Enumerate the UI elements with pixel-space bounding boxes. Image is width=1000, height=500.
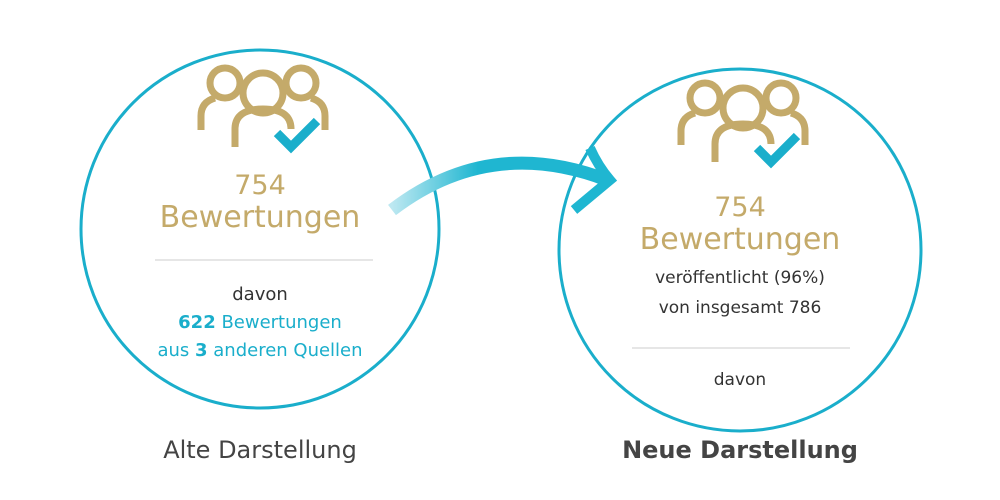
old-circle: [79, 48, 441, 410]
new-davon: davon: [713, 370, 767, 390]
new-caption: Neue Darstellung: [622, 436, 858, 464]
new-count: 754: [714, 192, 766, 223]
new-total: von insgesamt 786: [658, 298, 822, 318]
old-line2: 622 Bewertungen: [178, 312, 342, 333]
old-label: Bewertungen: [159, 200, 361, 235]
new-published: veröffentlicht (96%): [655, 268, 825, 288]
old-count: 754: [234, 170, 286, 201]
arrow-icon: [388, 156, 610, 216]
new-circle: [557, 67, 923, 433]
arrow-head-icon: [570, 145, 618, 214]
new-label: Bewertungen: [639, 222, 841, 257]
old-davon: davon: [232, 284, 288, 305]
old-line3: aus 3 anderen Quellen: [157, 340, 363, 361]
old-caption: Alte Darstellung: [163, 436, 357, 464]
